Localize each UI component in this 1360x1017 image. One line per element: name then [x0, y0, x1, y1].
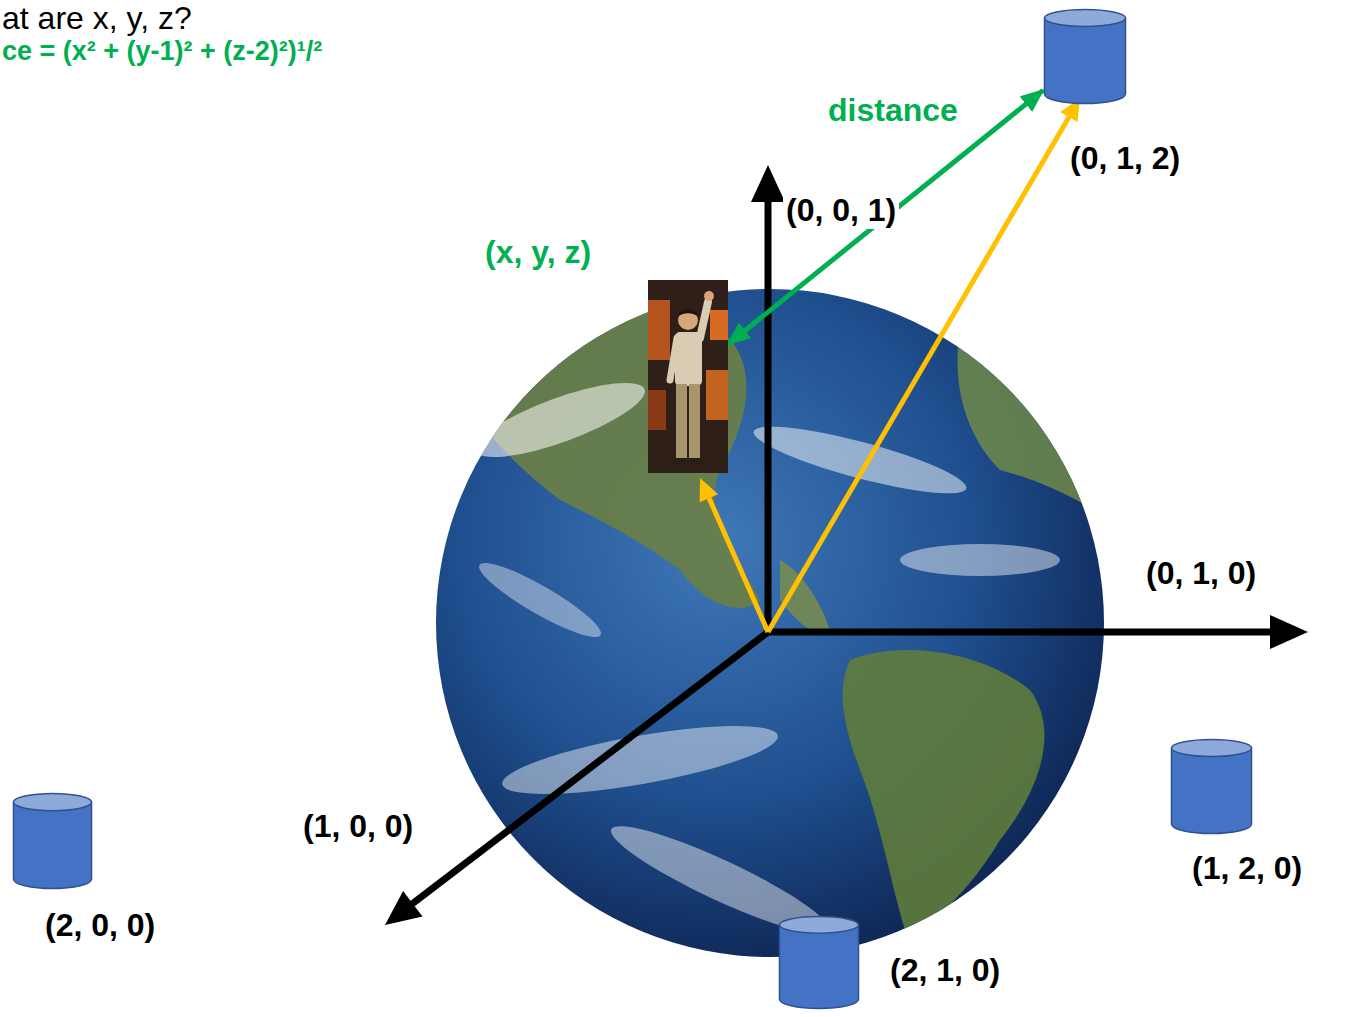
- cylinder-top: [779, 916, 858, 933]
- cylinder-symbol: [1043, 8, 1127, 105]
- continent-south-america: [843, 650, 1045, 930]
- photo-part: [689, 384, 700, 460]
- photo-part: [710, 310, 728, 340]
- cloud: [472, 553, 607, 647]
- axis-arrowhead: [751, 165, 785, 202]
- coordinate-label: (2, 1, 0): [890, 952, 1000, 989]
- axis-label: (0, 1, 0): [1143, 555, 1259, 592]
- axis-arrowhead: [1270, 615, 1308, 649]
- axis-arrowhead: [385, 891, 423, 925]
- coordinate-label: (1, 2, 0): [1192, 850, 1302, 887]
- photo-part: [648, 280, 728, 473]
- photo-part: [706, 370, 728, 420]
- satellite-node: (0, 1, 2): [1043, 8, 1127, 105]
- distance-formula: ce = (x² + (y-1)² + (z-2)²)¹/²: [2, 36, 322, 67]
- photo-part: [676, 384, 687, 460]
- cylinder-top: [13, 794, 91, 811]
- cylinder-top: [1171, 740, 1251, 757]
- position-vector: [768, 117, 1069, 632]
- cylinder-body: [779, 925, 858, 1009]
- cloud: [749, 414, 971, 506]
- continent-europe: [957, 328, 1110, 520]
- photo-part: [648, 390, 666, 430]
- cylinder-symbol: [778, 915, 860, 1010]
- position-vector: [709, 498, 768, 632]
- cylinder-top: [1045, 10, 1126, 27]
- coordinate-label: (0, 1, 2): [1070, 140, 1180, 177]
- photo-part: [673, 458, 687, 464]
- photo-part: [670, 338, 677, 380]
- cloud: [468, 369, 652, 472]
- question-heading: at are x, y, z?: [2, 0, 192, 37]
- cloud: [900, 544, 1060, 576]
- photo-part: [700, 302, 708, 338]
- person-photo: [648, 280, 728, 473]
- coordinate-label: (x, y, z): [485, 234, 591, 271]
- distance-arrow: [728, 90, 1043, 344]
- axis-label: (1, 0, 0): [300, 808, 416, 845]
- photo-part: [678, 310, 698, 318]
- cylinder-body: [1171, 748, 1251, 834]
- satellite-node: (2, 1, 0): [778, 915, 860, 1010]
- satellite-node: (2, 0, 0): [12, 792, 93, 890]
- cylinder-symbol: [1170, 738, 1253, 835]
- photo-part: [648, 300, 670, 360]
- satellite-node: (1, 2, 0): [1170, 738, 1253, 835]
- photo-part: [689, 458, 703, 464]
- earth-land: [460, 304, 1110, 949]
- edge-label: distance: [825, 92, 961, 129]
- cylinder-body: [1045, 18, 1126, 104]
- coordinate-label: (2, 0, 0): [45, 907, 155, 944]
- photo-part: [678, 310, 698, 330]
- cylinder-body: [13, 802, 91, 888]
- person-node: (x, y, z): [648, 280, 728, 473]
- y-axis: [768, 629, 1272, 636]
- z-axis: [765, 198, 772, 632]
- cylinder-symbol: [12, 792, 93, 890]
- vector-arrowhead: [700, 478, 718, 502]
- photo-part: [704, 291, 714, 301]
- x-axis: [412, 632, 768, 904]
- axis-label: (0, 0, 1): [783, 192, 899, 229]
